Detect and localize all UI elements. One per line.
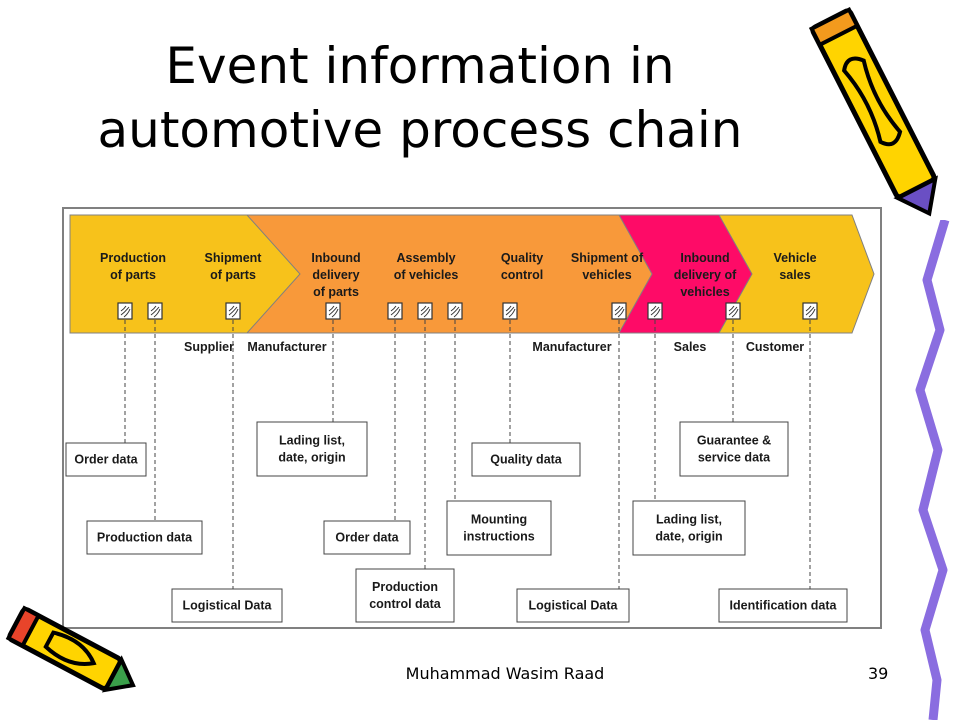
data-box-label: Quality data — [490, 453, 563, 467]
data-box-label: Lading list,date, origin — [278, 434, 345, 465]
data-box-label: Logistical Data — [183, 599, 273, 613]
data-box: Lading list,date, origin — [632, 500, 746, 556]
data-box: Logistical Data — [516, 588, 630, 623]
event-icon — [225, 302, 241, 320]
footer-author: Muhammad Wasim Raad — [405, 664, 605, 683]
data-box: Order data — [65, 442, 147, 477]
event-icon — [611, 302, 627, 320]
event-icon — [417, 302, 433, 320]
title-line-1: Event information in — [165, 37, 675, 95]
event-icon — [502, 302, 518, 320]
role-label: Sales — [674, 340, 707, 354]
data-box: Order data — [323, 520, 411, 555]
data-box: Production data — [86, 520, 203, 555]
event-icon — [117, 302, 133, 320]
event-icon — [647, 302, 663, 320]
role-label: Manufacturer — [532, 340, 611, 354]
event-icon — [147, 302, 163, 320]
event-icon — [725, 302, 741, 320]
data-box-label: Identification data — [730, 599, 838, 613]
role-label: Supplier — [184, 340, 234, 354]
data-box-label: Production data — [97, 531, 193, 545]
data-box: Identification data — [718, 588, 848, 623]
slide-title: Event information in automotive process … — [40, 34, 800, 162]
data-box-label: Guarantee &service data — [697, 434, 771, 465]
page-number: 39 — [868, 664, 889, 683]
event-icon — [447, 302, 463, 320]
data-box: Quality data — [471, 442, 581, 477]
data-box-label: Order data — [74, 453, 138, 467]
data-box: Guarantee &service data — [679, 421, 789, 477]
data-box: Logistical Data — [171, 588, 283, 623]
role-label: Manufacturer — [247, 340, 326, 354]
pencil-clipart-bottom — [5, 605, 136, 693]
event-icon — [387, 302, 403, 320]
data-box-label: Logistical Data — [529, 599, 619, 613]
title-line-2: automotive process chain — [97, 101, 743, 159]
event-icon — [325, 302, 341, 320]
role-label: Customer — [746, 340, 804, 354]
squiggle-line-right — [915, 220, 950, 720]
event-icon — [802, 302, 818, 320]
data-box: Lading list,date, origin — [256, 421, 368, 477]
pencil-clipart-top — [808, 6, 938, 217]
data-box-label: Lading list,date, origin — [655, 513, 722, 544]
data-box-label: Order data — [335, 531, 399, 545]
